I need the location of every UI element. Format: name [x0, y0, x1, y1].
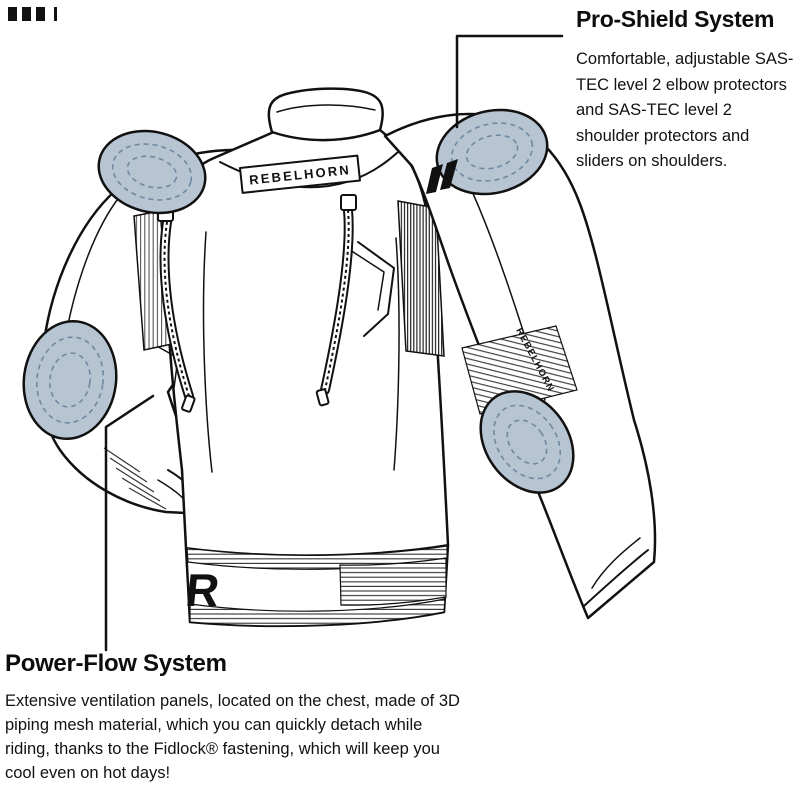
hem-stripe-top — [186, 545, 448, 570]
hem-stripe-bottom — [189, 598, 446, 627]
right-cuff-line-2 — [591, 537, 641, 589]
right-cuff-line — [583, 549, 649, 607]
pro-shield-description: Comfortable, adjustable SAS-TEC level 2 … — [576, 50, 794, 171]
indicator-segment[interactable] — [54, 7, 57, 21]
elbow-protector-left — [22, 319, 118, 441]
power-flow-title: Power-Flow System — [5, 650, 227, 677]
pro-shield-callout: Pro-Shield System Comfortable, adjustabl… — [576, 6, 795, 175]
left-forearm-ribbing — [103, 447, 167, 510]
shoulder-protector-right — [435, 108, 549, 196]
back-accent-line-2 — [349, 249, 385, 311]
jacket-back — [133, 128, 450, 628]
right-sleeve: REBELHORN — [383, 112, 657, 620]
hem-stripe-right — [339, 557, 447, 606]
power-flow-leader-line — [104, 394, 155, 652]
back-accent-line — [357, 241, 395, 337]
pro-shield-title: Pro-Shield System — [576, 6, 775, 32]
indicator-segment[interactable] — [36, 7, 45, 21]
indicator-segment[interactable] — [22, 7, 31, 21]
slide-indicator[interactable] — [8, 7, 62, 21]
back-brand-label: REBELHORN — [239, 154, 361, 194]
pro-shield-leader-line — [455, 34, 564, 129]
back-zipper-right — [315, 194, 357, 407]
right-sleeve-ribbing — [461, 325, 578, 415]
indicator-segment[interactable] — [8, 7, 17, 21]
shoulder-emblem — [426, 159, 458, 194]
power-flow-description: Extensive ventilation panels, located on… — [5, 692, 460, 782]
hem-logo: R — [183, 564, 222, 616]
callout-lines — [104, 34, 564, 652]
collar — [267, 87, 384, 142]
shoulder-protector-left — [97, 129, 207, 215]
left-side-seam — [202, 231, 213, 473]
elbow-protector-right — [479, 390, 575, 494]
power-flow-callout: Power-Flow System Extensive ventilation … — [5, 650, 467, 786]
right-side-seam — [393, 237, 400, 471]
vent-panel-right — [397, 200, 445, 357]
